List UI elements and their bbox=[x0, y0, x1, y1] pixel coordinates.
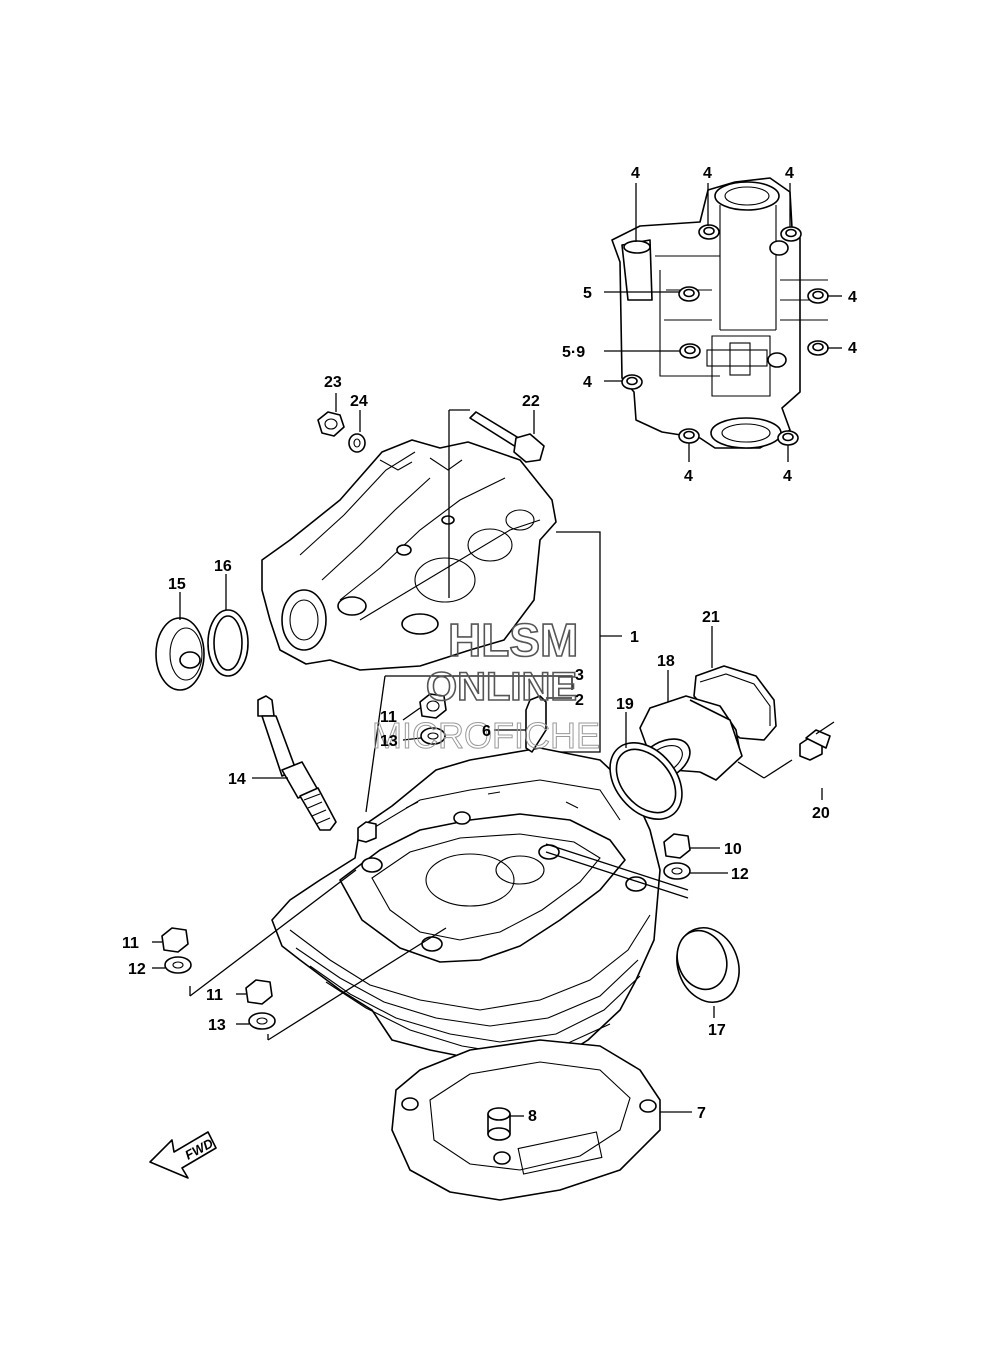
callout-4h: 4 bbox=[783, 468, 792, 485]
callout-10: 10 bbox=[724, 841, 742, 858]
callout-4g: 4 bbox=[684, 468, 693, 485]
cylinder bbox=[271, 747, 661, 1071]
watermark-line1: HLSM bbox=[448, 614, 578, 666]
cylinder-head bbox=[261, 439, 557, 671]
callout-18: 18 bbox=[657, 653, 675, 670]
fwd-arrow: FWD bbox=[149, 1131, 217, 1179]
head-cover-detail bbox=[611, 177, 829, 449]
callout-2: 2 bbox=[575, 692, 584, 709]
cylinder-gasket bbox=[391, 1039, 661, 1201]
head-small-parts bbox=[155, 409, 545, 691]
callout-4e: 4 bbox=[848, 340, 857, 357]
callout-8: 8 bbox=[528, 1108, 537, 1125]
intake-parts bbox=[609, 665, 835, 1003]
callout-16: 16 bbox=[214, 558, 232, 575]
callout-bracket bbox=[365, 531, 622, 813]
cover-leaders bbox=[604, 183, 842, 462]
callout-6: 6 bbox=[482, 723, 491, 740]
watermark-line3: MICROFICHE bbox=[372, 715, 600, 756]
callout-17: 17 bbox=[708, 1022, 726, 1039]
spark-plug bbox=[252, 695, 337, 831]
callout-labels: 1 2 3 4 4 4 4 4 4 4 4 5 5·9 6 7 8 10 11 … bbox=[122, 165, 857, 1125]
watermark: HLSM ONLINE MICROFICHE bbox=[372, 613, 601, 756]
callout-5-9: 5·9 bbox=[562, 344, 585, 361]
callout-15: 15 bbox=[168, 576, 186, 593]
callout-4b: 4 bbox=[703, 165, 712, 182]
callout-12a: 12 bbox=[731, 866, 749, 883]
callout-19: 19 bbox=[616, 696, 634, 713]
callout-7: 7 bbox=[697, 1105, 706, 1122]
callout-13a: 13 bbox=[380, 733, 398, 750]
left-fasteners bbox=[161, 693, 547, 1030]
callout-14: 14 bbox=[228, 771, 246, 788]
callout-4f: 4 bbox=[583, 374, 592, 391]
callout-11a: 11 bbox=[380, 709, 397, 726]
callout-4d: 4 bbox=[848, 289, 857, 306]
callout-23: 23 bbox=[324, 374, 342, 391]
callout-4c: 4 bbox=[785, 165, 794, 182]
callout-22: 22 bbox=[522, 393, 540, 410]
callout-11c: 11 bbox=[206, 987, 223, 1004]
callout-24: 24 bbox=[350, 393, 368, 410]
watermark-line2: ONLINE bbox=[426, 665, 577, 709]
callout-11b: 11 bbox=[122, 935, 139, 952]
callout-1: 1 bbox=[630, 629, 639, 646]
callout-21: 21 bbox=[702, 609, 720, 626]
callout-20: 20 bbox=[812, 805, 830, 822]
callout-5: 5 bbox=[583, 285, 592, 302]
callout-13b: 13 bbox=[208, 1017, 226, 1034]
lower-leaders bbox=[152, 393, 823, 1117]
callout-4a: 4 bbox=[631, 165, 640, 182]
callout-12b: 12 bbox=[128, 961, 146, 978]
callout-3: 3 bbox=[575, 667, 584, 684]
